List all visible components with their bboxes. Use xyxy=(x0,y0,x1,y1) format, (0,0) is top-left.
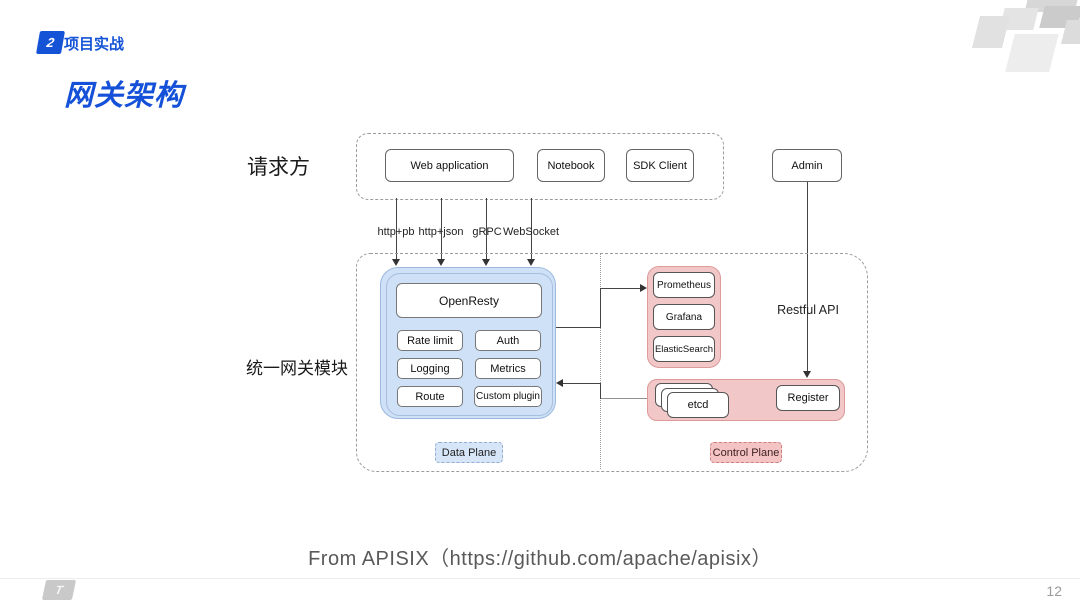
arrowhead-http-pb xyxy=(392,259,400,266)
arrowhead-websocket xyxy=(527,259,535,266)
section-label: 项目实战 xyxy=(64,36,125,53)
node-logging: Logging xyxy=(397,358,463,379)
corner-decoration-shape xyxy=(972,16,1010,48)
arrowhead-grpc xyxy=(482,259,490,266)
node-rate-limit: Rate limit xyxy=(397,330,463,351)
node-prometheus: Prometheus xyxy=(653,272,715,298)
watermark-logo: T xyxy=(41,580,77,600)
node-elasticsearch: ElasticSearch xyxy=(653,336,715,362)
data-plane-badge: Data Plane xyxy=(435,442,503,463)
connector-gateway-monitoring xyxy=(600,288,641,289)
protocol-label-grpc: gRPC xyxy=(472,226,502,238)
source-attribution: From APISIX（https://github.com/apache/ap… xyxy=(308,548,772,570)
arrowhead-http-json xyxy=(437,259,445,266)
gateway-container xyxy=(356,253,868,472)
protocol-label-http-json: http+json xyxy=(418,226,464,238)
arrow-websocket xyxy=(531,198,532,260)
corner-decoration-shape xyxy=(1005,34,1059,72)
arrowhead-to-gateway xyxy=(556,379,563,387)
arrow-admin-restful xyxy=(807,182,808,372)
clients-container xyxy=(356,133,724,200)
node-grafana: Grafana xyxy=(653,304,715,330)
footer-divider xyxy=(0,578,1080,579)
arrow-http-pb xyxy=(396,198,397,260)
node-sdk-client: SDK Client xyxy=(626,149,694,182)
page-title: 网关架构 xyxy=(64,80,185,112)
node-web-application: Web application xyxy=(385,149,514,182)
node-custom-plugin: Custom plugin xyxy=(474,386,542,407)
plane-divider-line xyxy=(600,254,601,469)
node-etcd: etcd xyxy=(667,392,729,418)
arrowhead-admin-restful xyxy=(803,371,811,378)
connector-gateway-monitoring xyxy=(556,327,601,328)
node-openresty: OpenResty xyxy=(396,283,542,318)
connector-gateway-monitoring xyxy=(600,288,601,328)
protocol-label-http-pb: http+pb xyxy=(377,226,415,238)
node-admin: Admin xyxy=(772,149,842,182)
arrow-http-json xyxy=(441,198,442,260)
connector-etcd-gateway xyxy=(563,383,601,384)
arrow-grpc xyxy=(486,198,487,260)
gateway-module-label: 统一网关模块 xyxy=(246,359,348,378)
section-number-badge: 2 xyxy=(35,31,66,54)
node-register: Register xyxy=(776,385,840,411)
connector-etcd-gateway xyxy=(600,383,601,399)
node-auth: Auth xyxy=(475,330,541,351)
connector-etcd-gateway xyxy=(601,398,647,399)
control-plane-badge: Control Plane xyxy=(710,442,782,463)
node-metrics: Metrics xyxy=(475,358,541,379)
protocol-label-websocket: WebSocket xyxy=(502,226,560,238)
requester-label: 请求方 xyxy=(247,156,310,179)
node-notebook: Notebook xyxy=(537,149,605,182)
restful-api-label: Restful API xyxy=(777,303,839,317)
page-number: 12 xyxy=(1046,583,1062,599)
node-route: Route xyxy=(397,386,463,407)
arrowhead-to-prometheus xyxy=(640,284,647,292)
